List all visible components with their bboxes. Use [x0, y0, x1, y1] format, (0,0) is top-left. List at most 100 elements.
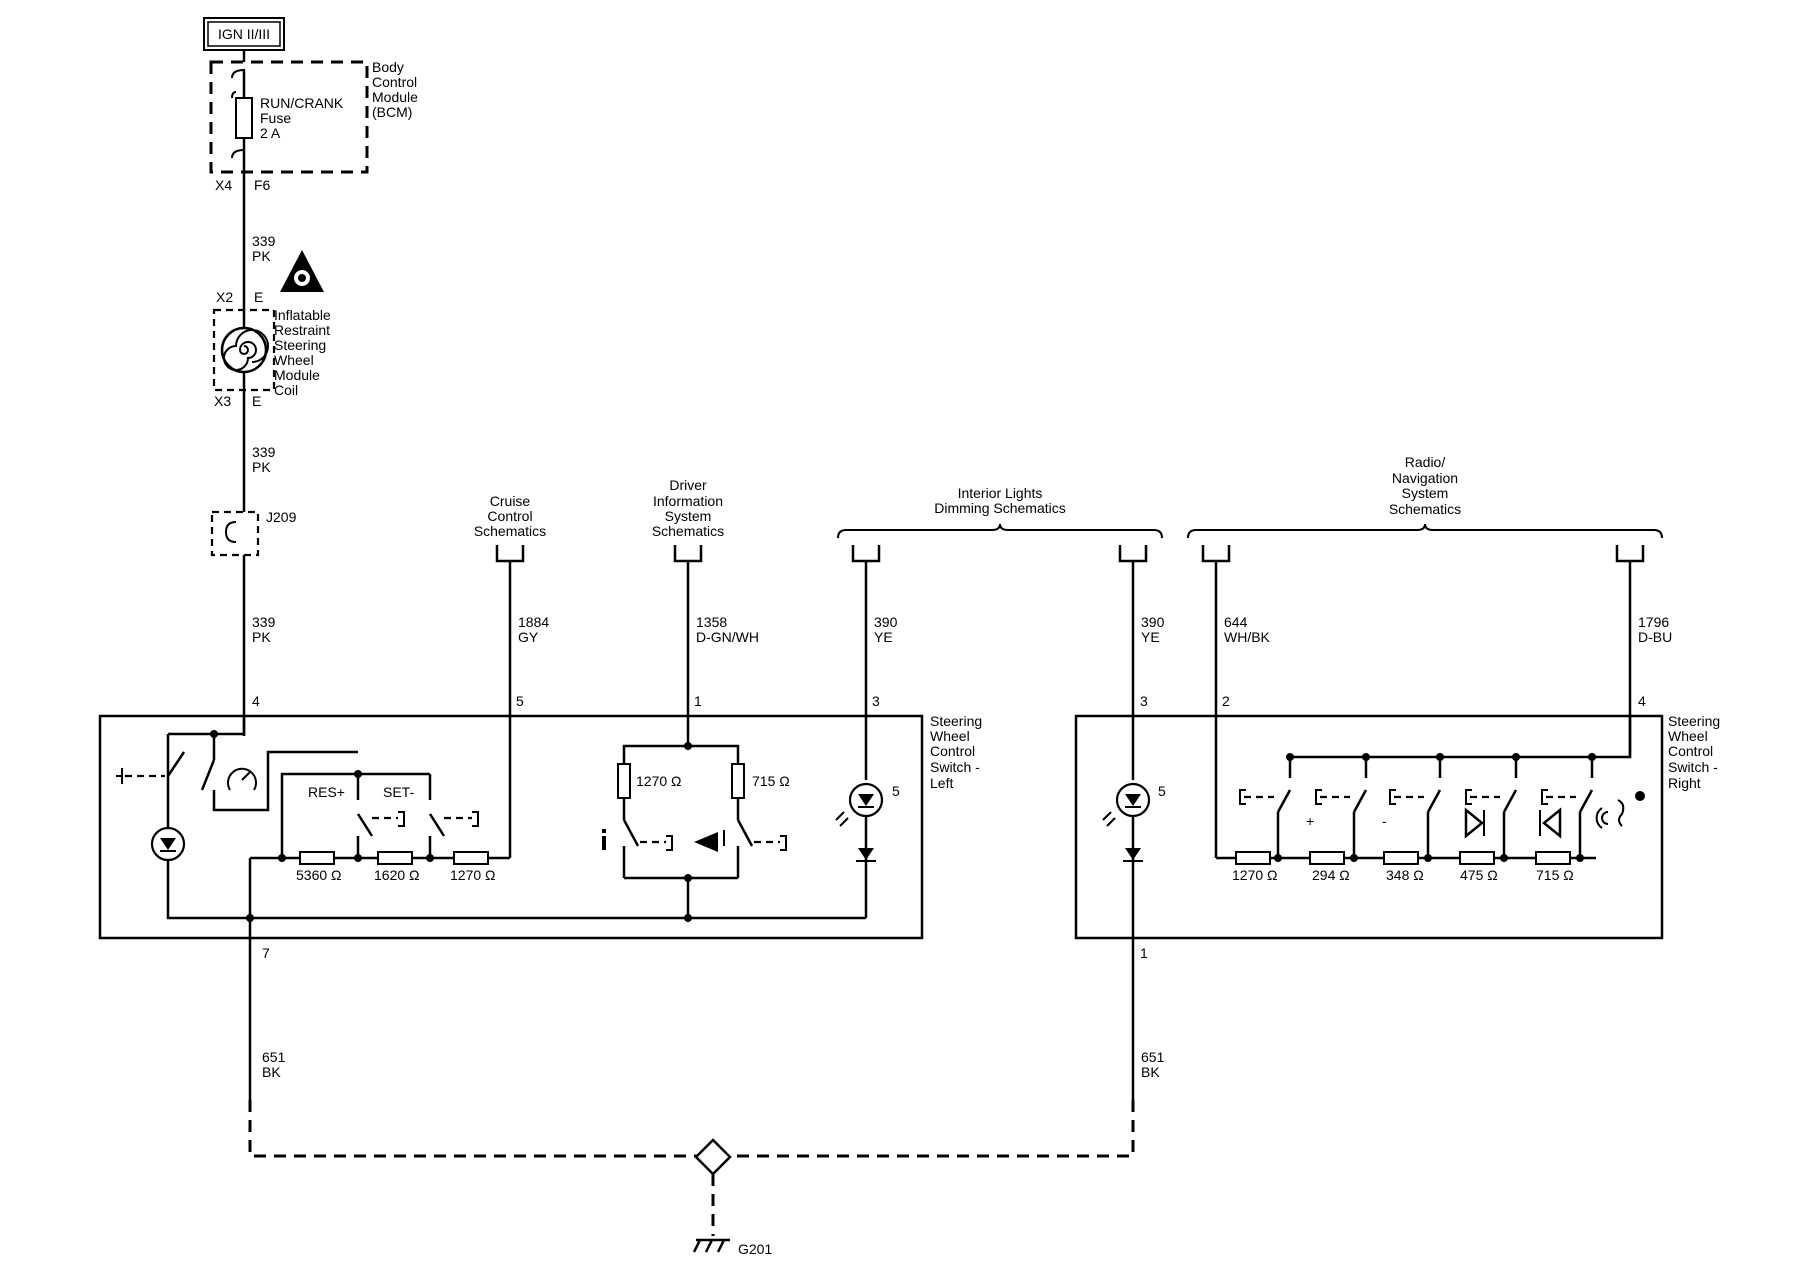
left-switch-label-1: Steering [930, 713, 982, 729]
right-switch-array [1239, 753, 1596, 862]
right-backlight-lamp-icon [1102, 782, 1151, 827]
lights-ref-1: Interior Lights [958, 485, 1043, 501]
resistor-1270-left-label: 1270 Ω [450, 867, 496, 883]
wire-1796-number: 1796 [1638, 614, 1669, 630]
coil-label-6: Coil [274, 382, 298, 398]
wire-339b-color: PK [252, 459, 271, 475]
lights-connector-right [1118, 545, 1148, 563]
wire-339b-number: 339 [252, 444, 276, 460]
resistor-1620-label: 1620 Ω [374, 867, 420, 883]
resistor-1270-dis-label: 1270 Ω [636, 773, 682, 789]
wire-390a-number: 390 [874, 614, 898, 630]
wire-1884-number: 1884 [518, 614, 549, 630]
right-switch-label-3: Control [1668, 743, 1713, 759]
lights-brace [837, 523, 1163, 539]
right-switch-contact [1465, 753, 1520, 862]
ground-wire-left [248, 1100, 710, 1158]
resistor-715-right [1535, 851, 1571, 865]
ground-splice-icon [694, 1138, 732, 1176]
resistor-1270-right [1235, 851, 1271, 865]
wire-1358-color: D-GN/WH [696, 629, 759, 645]
right-top-bus [1290, 716, 1632, 759]
coil-label-4: Wheel [274, 352, 314, 368]
fuse-type: Fuse [260, 110, 291, 126]
seek-down-icon [1539, 807, 1562, 839]
left-switch-label-4: Switch - [930, 759, 980, 775]
fuse-name: RUN/CRANK [260, 95, 344, 111]
left-diode-icon [856, 848, 876, 862]
res-plus-label: RES+ [308, 784, 345, 800]
dis-ref-3: System [665, 508, 712, 524]
ground-symbol-icon [692, 1238, 730, 1253]
wire-644-number: 644 [1224, 614, 1248, 630]
wire-390a-color: YE [874, 629, 893, 645]
left-pin-7: 7 [262, 945, 270, 961]
right-diode-icon [1123, 848, 1143, 862]
coil-label-2: Restraint [274, 322, 330, 338]
resistor-348-label: 348 Ω [1386, 867, 1424, 883]
coil-pin-bottom: E [252, 393, 261, 409]
radio-ref-4: Schematics [1389, 501, 1461, 517]
resistor-715-right-label: 715 Ω [1536, 867, 1574, 883]
radio-connector-right [1615, 545, 1645, 563]
coil-pin-top: E [254, 289, 263, 305]
resistor-715-dis [731, 763, 745, 799]
cruise-ref-2: Control [487, 508, 532, 524]
wire-390b-number: 390 [1141, 614, 1165, 630]
fuse-icon [235, 97, 253, 139]
wire-644-color: WH/BK [1224, 629, 1271, 645]
info-icon [602, 829, 606, 850]
radio-brace [1187, 523, 1663, 539]
bcm-label-2: Control [372, 74, 417, 90]
left-pin-4: 4 [252, 693, 260, 709]
resistor-5360 [299, 851, 335, 865]
left-switch-label-3: Control [930, 743, 975, 759]
resistor-475-label: 475 Ω [1460, 867, 1498, 883]
right-switch-box [1074, 714, 1664, 940]
dis-connector [673, 545, 703, 563]
right-switch-label-5: Right [1668, 775, 1701, 791]
wire-651b-color: BK [1141, 1064, 1160, 1080]
wire-339a-number: 339 [252, 233, 276, 249]
dis-ref-4: Schematics [652, 523, 724, 539]
right-switch-contact [1389, 753, 1444, 862]
left-backlight-lamp-icon [835, 782, 884, 827]
left-switch-label-5: Left [930, 775, 953, 791]
splice-label: J209 [266, 509, 297, 525]
right-switch-label-2: Wheel [1668, 728, 1708, 744]
resistor-5360-label: 5360 Ω [296, 867, 342, 883]
radio-ref-3: System [1402, 485, 1449, 501]
left-pin-5: 5 [516, 693, 524, 709]
right-pin-2: 2 [1222, 693, 1230, 709]
voice-command-icon [1595, 791, 1645, 829]
bcm-label-4: (BCM) [372, 104, 412, 120]
wire-339c-number: 339 [252, 614, 276, 630]
left-switch-box [98, 714, 924, 940]
bcm-module [209, 60, 369, 175]
resistor-1620 [377, 851, 413, 865]
wire-1884-color: GY [518, 629, 539, 645]
wire-339a-color: PK [252, 248, 271, 264]
left-pin-1: 1 [694, 693, 702, 709]
volume-up-symbol: + [1306, 813, 1314, 829]
seek-up-icon [1464, 807, 1485, 839]
coil-label-1: Inflatable [274, 307, 331, 323]
dis-ref-1: Driver [669, 477, 707, 493]
lights-ref-2: Dimming Schematics [934, 500, 1065, 516]
fuse-rating: 2 A [260, 125, 281, 141]
right-lamp-number: 5 [1158, 783, 1166, 799]
splice-j209 [210, 510, 260, 557]
ground-wire-right [724, 1100, 1135, 1158]
pin4-internal-wire [214, 716, 246, 736]
resistor-348 [1383, 851, 1419, 865]
right-switch-contact [1315, 753, 1370, 862]
bcm-label-3: Module [372, 89, 418, 105]
right-switch-label-4: Switch - [1668, 759, 1718, 775]
resistor-1270-dis [617, 763, 631, 799]
volume-down-symbol: - [1382, 813, 1387, 829]
radio-ref-1: Radio/ [1405, 454, 1446, 470]
coil-label-3: Steering [274, 337, 326, 353]
resistor-475 [1459, 851, 1495, 865]
right-pin-1: 1 [1140, 945, 1148, 961]
right-switch-contact [1541, 753, 1596, 862]
